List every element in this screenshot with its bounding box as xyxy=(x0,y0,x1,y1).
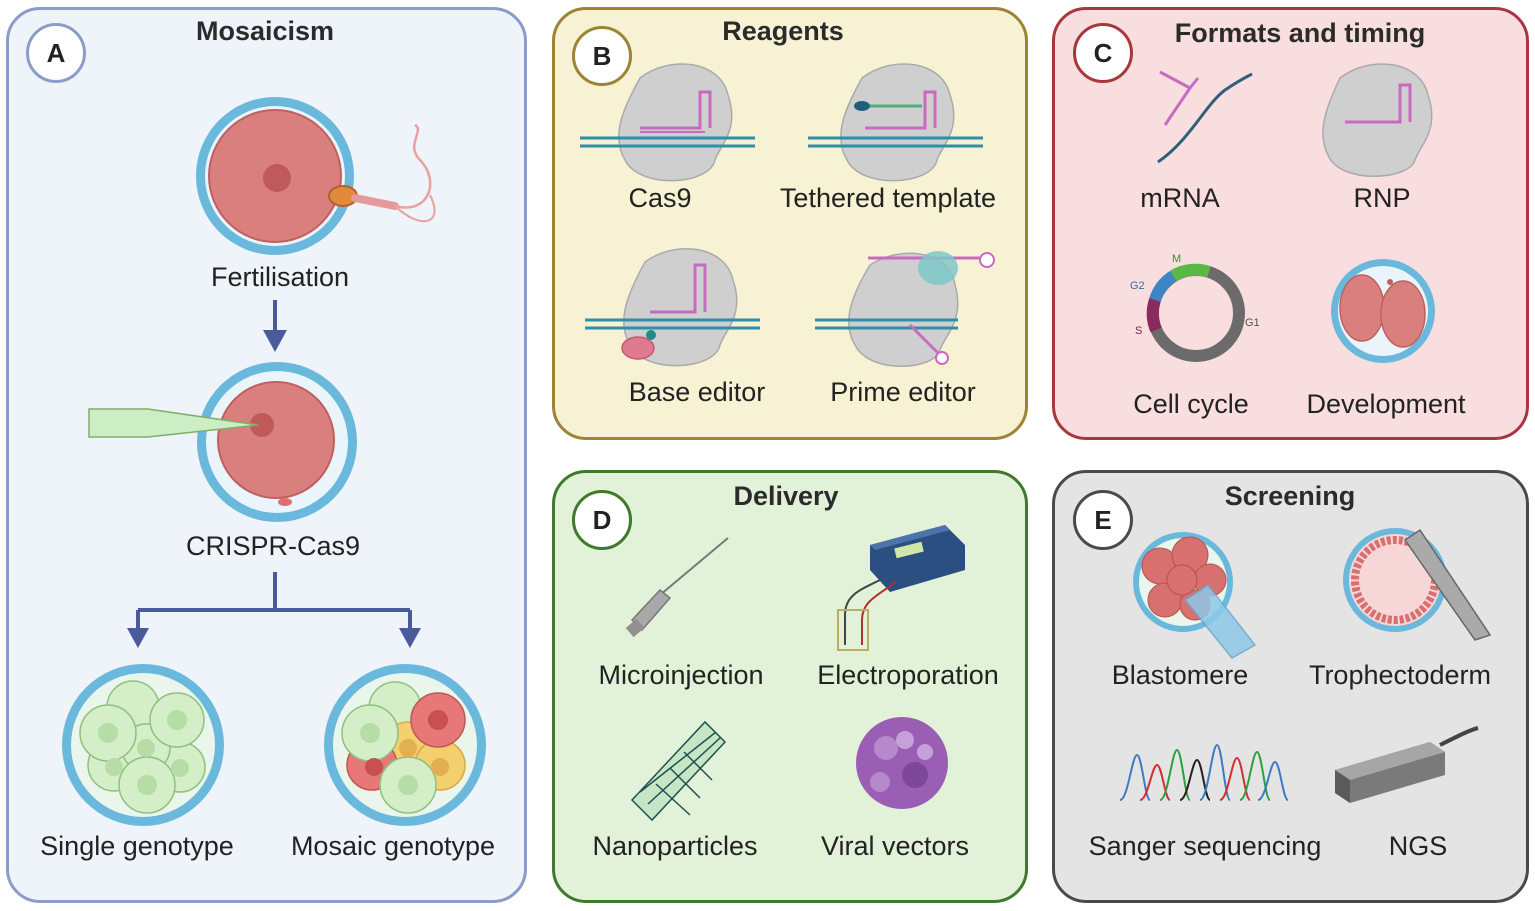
badge-d: D xyxy=(572,490,632,550)
base-editor-icon xyxy=(585,248,760,367)
label-cas9: Cas9 xyxy=(628,183,692,213)
tethered-template-icon xyxy=(808,63,983,182)
title-delivery: Delivery xyxy=(733,481,839,511)
microinjection-syringe-icon xyxy=(625,537,729,638)
badge-c: C xyxy=(1073,23,1133,83)
label-rnp: RNP xyxy=(1353,183,1411,213)
label-ngs: NGS xyxy=(1388,831,1448,861)
label-electroporation: Electroporation xyxy=(817,660,999,690)
label-nanoparticles: Nanoparticles xyxy=(592,831,758,861)
sperm-icon xyxy=(328,123,436,223)
injection-needle-icon xyxy=(88,408,259,438)
label-tethered-template: Tethered template xyxy=(779,183,997,213)
label-base-editor: Base editor xyxy=(628,377,766,407)
trophectoderm-biopsy-icon xyxy=(1343,528,1492,641)
label-viral-vectors: Viral vectors xyxy=(820,831,970,861)
title-formats-timing: Formats and timing xyxy=(1174,18,1426,48)
title-reagents: Reagents xyxy=(722,16,844,46)
nanotube-icon xyxy=(630,720,727,822)
sanger-chromatogram-icon xyxy=(1119,743,1289,801)
cycle-label-m: M xyxy=(1172,253,1181,265)
cas9-icon xyxy=(580,63,755,182)
arrow-down-icon xyxy=(263,300,287,352)
label-trophectoderm: Trophectoderm xyxy=(1308,660,1492,690)
label-prime-editor: Prime editor xyxy=(830,377,976,407)
blastomere-biopsy-icon xyxy=(1133,532,1257,659)
panel-formats-timing xyxy=(1052,7,1529,440)
branch-arrows-icon xyxy=(136,572,412,630)
electroporator-icon xyxy=(837,525,965,651)
viral-vector-icon xyxy=(856,717,948,809)
fertilisation-egg-icon xyxy=(196,97,354,255)
label-microinjection: Microinjection xyxy=(598,660,764,690)
development-embryo-icon xyxy=(1331,259,1435,363)
label-crispr-cas9: CRISPR-Cas9 xyxy=(185,531,361,561)
badge-e: E xyxy=(1073,490,1133,550)
mrna-icon xyxy=(1157,70,1253,164)
title-screening: Screening xyxy=(1224,481,1356,511)
panel-screening xyxy=(1052,470,1529,903)
cycle-label-g1: G1 xyxy=(1245,317,1260,329)
rnp-icon xyxy=(1322,63,1433,177)
prime-editor-icon xyxy=(815,251,995,367)
label-single-genotype: Single genotype xyxy=(40,831,234,861)
ngs-sequencer-icon xyxy=(1335,726,1479,803)
cycle-label-g2: G2 xyxy=(1130,280,1145,292)
label-sanger-sequencing: Sanger sequencing xyxy=(1088,831,1322,861)
title-mosaicism: Mosaicism xyxy=(195,16,335,46)
cell-cycle-icon xyxy=(1146,263,1245,362)
panel-reagents xyxy=(552,7,1028,440)
crispr-egg-icon xyxy=(197,362,357,522)
label-mosaic-genotype: Mosaic genotype xyxy=(290,831,496,861)
badge-b: B xyxy=(572,26,632,86)
label-blastomere: Blastomere xyxy=(1111,660,1249,690)
label-fertilisation: Fertilisation xyxy=(210,262,350,292)
badge-a: A xyxy=(26,23,86,83)
label-development: Development xyxy=(1306,389,1466,419)
label-cell-cycle: Cell cycle xyxy=(1133,389,1249,419)
mosaic-genotype-embryo-icon xyxy=(324,664,486,826)
label-mrna: mRNA xyxy=(1140,183,1220,213)
single-genotype-embryo-icon xyxy=(62,664,224,826)
cycle-label-s: S xyxy=(1135,325,1142,337)
